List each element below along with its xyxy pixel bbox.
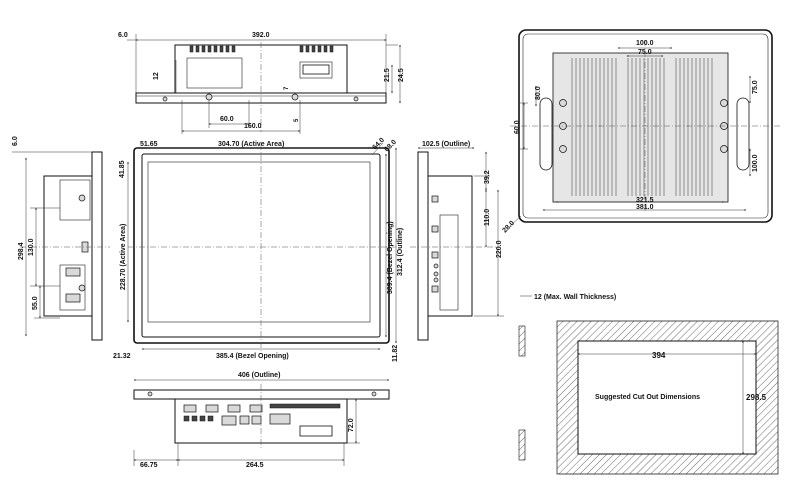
cutout-description-label: Suggested Cut Out Dimensions [595,394,700,401]
rear-321-5-label: 321.5 [636,197,654,204]
wall-section-top [518,325,526,357]
front-active-height-label: 228.70 (Active Area) [120,224,127,290]
front-51-65-label: 51.65 [140,141,158,148]
front-bezel-width-label: 385.4 (Bezel Opening) [216,353,289,360]
top-6-label: 6.0 [118,32,128,39]
rear-75-right-label: 75.0 [752,80,759,94]
top-12-label: 12 [153,72,160,80]
front-21-32-label: 21.32 [113,353,131,360]
front-view: 304.70 (Active Area) 51.65 41.85 228.70 … [113,137,404,362]
rear-60-left-label: 60.0 [514,120,521,134]
rear-28-label: 28.0 [501,220,516,235]
right-39-2-label: 39.2 [484,170,491,184]
rear-75-top-label: 75.0 [638,49,652,56]
rear-100-label: 100.0 [636,40,654,47]
rear-381-label: 381.0 [636,204,654,211]
bottom-66-75-label: 66.75 [140,462,158,469]
front-bezel-height-label: 309.4 (Bezel Opening) [387,221,394,294]
bottom-connectors [183,403,341,437]
top-7-label: 7 [284,86,290,90]
front-outline-height-label: 312.4 (Outline) [397,228,404,276]
rear-fins [571,58,713,196]
front-41-85-label: 41.85 [119,160,126,178]
right-outline-label: 102.5 (Outline) [422,141,470,148]
bottom-264-5-label: 264.5 [246,462,264,469]
top-view: 392.0 6.0 [118,32,405,134]
top-5-label: 5 [294,118,300,122]
left-6-label: 6.0 [12,136,19,146]
rear-80-label: 80.0 [535,86,542,100]
front-active-area [147,161,371,323]
front-outline [133,147,390,344]
cutout-opening [577,340,757,455]
rear-heatsink [552,52,729,203]
left-130-label: 130.0 [28,238,35,256]
top-160-label: 160.0 [244,123,262,130]
top-60-label: 60.0 [220,116,234,123]
right-220-label: 220.0 [496,240,503,258]
left-298-4-label: 298.4 [18,242,25,260]
left-55-label: 55.0 [32,296,39,310]
top-width-label: 392.0 [252,32,270,39]
right-110-label: 110.0 [484,209,491,226]
bottom-view: 406 (Outline) 66.75 264.5 [133,372,390,469]
rear-view: 100.0 75.0 60.0 80.0 75.0 100.0 321.5 38… [501,29,782,235]
cutout-wall-label: 12 (Max. Wall Thickness) [534,294,616,301]
cutout-height-label: 298.5 [746,393,767,402]
front-11-82-label: 11.82 [392,345,399,362]
top-fins [189,45,334,53]
wall-section-bottom [518,429,526,461]
bottom-outline-label: 406 (Outline) [238,372,280,379]
rear-100-right-label: 100.0 [752,154,759,172]
left-side-view: 6.0 298.4 130.0 55.0 [12,136,110,341]
bottom-72-label: 72.0 [348,418,355,432]
cutout-width-label: 394 [652,351,666,360]
right-side-view: 102.5 (Outline) 39.2 110.0 220.0 [410,141,504,341]
cutout-view: 12 (Max. Wall Thickness) 394 298.5 Sugge… [518,294,779,475]
top-24-5-label: 24.5 [398,68,405,82]
top-21-5-label: 21.5 [384,68,391,82]
front-active-width-label: 304.70 (Active Area) [218,141,284,148]
